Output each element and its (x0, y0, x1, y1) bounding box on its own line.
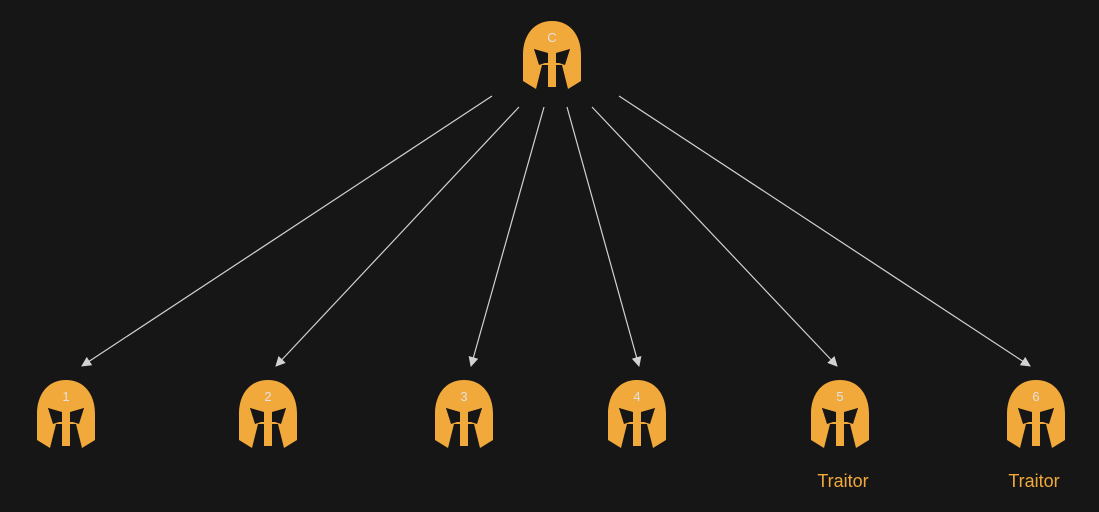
general-label: 2 (264, 389, 271, 404)
general-label: 1 (62, 389, 69, 404)
general-label: 4 (633, 389, 640, 404)
arrow-commander-to-5 (591, 106, 838, 367)
general-label: 5 (836, 389, 843, 404)
general-node-4: 4 (608, 380, 666, 448)
traitor-caption: Traitor (1008, 471, 1059, 491)
arrow-commander-to-3 (468, 106, 545, 367)
arrows-layer (81, 95, 1031, 367)
arrow-commander-to-6 (618, 95, 1031, 367)
general-node-5: 5 Traitor (811, 380, 869, 491)
general-label: 6 (1032, 389, 1039, 404)
general-node-2: 2 (239, 380, 297, 448)
general-node-6: 6 Traitor (1007, 380, 1065, 491)
traitor-caption: Traitor (817, 471, 868, 491)
general-node-1: 1 (37, 380, 95, 448)
arrow-commander-to-4 (566, 106, 642, 367)
arrow-commander-to-1 (81, 95, 493, 367)
commander-node: C (523, 21, 581, 89)
general-node-3: 3 (435, 380, 493, 448)
arrow-commander-to-2 (275, 106, 520, 367)
commander-label: C (547, 30, 556, 45)
general-label: 3 (460, 389, 467, 404)
